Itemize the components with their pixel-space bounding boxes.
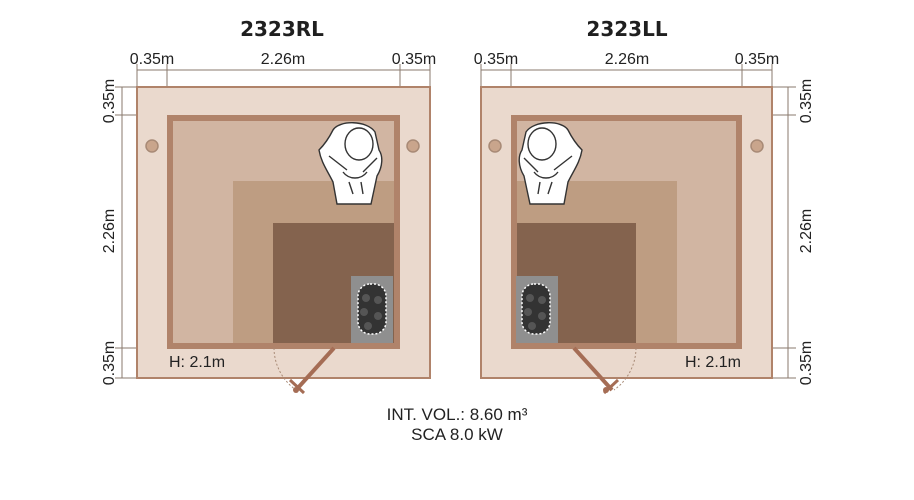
top-dimension: 0.35m 2.26m 0.35m: [474, 51, 779, 110]
side-dimension: 0.35m 2.26m 0.35m: [742, 79, 815, 385]
interior-wall: [511, 115, 742, 349]
person-icon: [518, 122, 583, 205]
door-icon: [273, 346, 336, 395]
dim-interior-depth: 2.26m: [101, 209, 118, 253]
light-icon: [750, 139, 764, 153]
dim-interior-width: 2.26m: [605, 51, 649, 68]
dim-bottom-wall: 0.35m: [101, 341, 118, 385]
light-icon: [406, 139, 420, 153]
dim-interior-width: 2.26m: [261, 51, 305, 68]
plan-title: 2323RL: [240, 17, 324, 41]
dim-top-wall: 0.35m: [101, 79, 118, 123]
interior-wall: [167, 115, 400, 349]
light-icon: [145, 139, 159, 153]
door-icon: [572, 346, 637, 395]
height-label: H: 2.1m: [685, 354, 741, 371]
person-icon: [318, 122, 383, 205]
plan-title: 2323LL: [586, 17, 667, 41]
dim-bottom-wall: 0.35m: [798, 341, 815, 385]
light-icon: [488, 139, 502, 153]
dim-top-wall: 0.35m: [798, 79, 815, 123]
height-label: H: 2.1m: [169, 354, 225, 371]
heater-icon: [351, 276, 393, 343]
plan-2323rl: 2323RL 0.35m 2.26m 0.35m 0.35m 2.26m 0.3…: [101, 17, 436, 395]
interior-volume: INT. VOL.: 8.60 m³: [387, 405, 528, 424]
plan-2323ll: 2323LL 0.35m 2.26m 0.35m 0.35m 2.26m 0.3…: [474, 17, 815, 395]
dim-interior-depth: 2.26m: [798, 209, 815, 253]
dim-right-wall: 0.35m: [735, 51, 779, 68]
heater-spec: SCA 8.0 kW: [411, 425, 503, 444]
dim-left-wall: 0.35m: [474, 51, 518, 68]
dim-right-wall: 0.35m: [392, 51, 436, 68]
heater-icon: [516, 276, 558, 343]
dim-left-wall: 0.35m: [130, 51, 174, 68]
top-dimension: 0.35m 2.26m 0.35m: [130, 51, 436, 110]
